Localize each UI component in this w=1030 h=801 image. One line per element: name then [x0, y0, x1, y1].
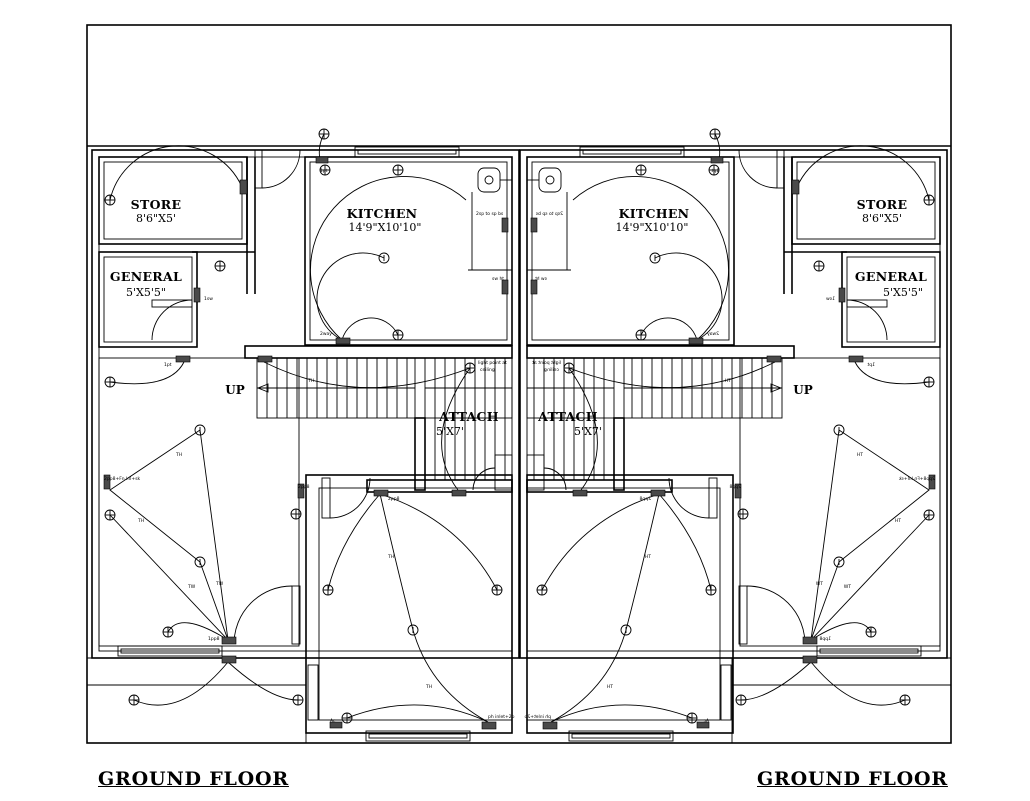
store-label-left: STORE [131, 197, 182, 212]
floor-title-left: GROUND FLOOR [98, 768, 289, 790]
svg-text:1sw: 1sw [204, 296, 213, 302]
svg-text:1pp8: 1pp8 [208, 636, 220, 642]
general-size-right: 5'X5'5" [883, 286, 923, 299]
kitchen-label-left: KITCHEN [347, 206, 418, 221]
svg-text:light point at: light point at [478, 360, 507, 366]
svg-text:2way: 2way [320, 331, 332, 337]
attach-size-right: 5'X7' [574, 425, 602, 438]
svg-text:1pt: 1pt [320, 168, 328, 174]
svg-text:sw ht: sw ht [492, 276, 504, 282]
svg-text:TH: TH [175, 452, 182, 458]
svg-text:TW: TW [187, 584, 196, 590]
svg-text:ph inlet+2p: ph inlet+2p [488, 714, 515, 720]
svg-text:2pp8: 2pp8 [388, 496, 400, 502]
stair-up-label-right: UP [793, 383, 813, 397]
kitchen-size-left: 14'9"X10'10" [349, 221, 422, 234]
kitchen-label-right: KITCHEN [619, 206, 690, 221]
attach-label-left: ATTACH [438, 409, 499, 424]
svg-text:2pp8: 2pp8 [298, 484, 310, 490]
svg-text:2pp8+Fn lnl+sk: 2pp8+Fn lnl+sk [104, 476, 141, 482]
svg-text:1pt: 1pt [164, 362, 172, 368]
svg-text:ceiling: ceiling [480, 367, 495, 373]
stair-up-label-left: UP [225, 383, 245, 397]
right-unit-labels: STORE 8'6"X5' GENERAL 5'X5'5" KITCHEN 14… [537, 197, 927, 438]
svg-text:TH: TH [137, 518, 144, 524]
store-size-right: 8'6"X5' [862, 212, 902, 225]
general-label-left: GENERAL [110, 269, 182, 284]
attach-label-right: ATTACH [537, 409, 598, 424]
store-label-right: STORE [857, 197, 908, 212]
left-unit-labels: STORE 8'6"X5' GENERAL 5'X5'5" KITCHEN 14… [110, 197, 499, 438]
store-size-left: 8'6"X5' [136, 212, 176, 225]
floor-title-right: GROUND FLOOR [757, 768, 948, 790]
kitchen-size-right: 14'9"X10'10" [616, 221, 689, 234]
svg-text:TW: TW [215, 581, 224, 587]
svg-text:TH: TH [387, 554, 394, 560]
plot-boundary [86, 24, 952, 744]
svg-text:2sp to sp bs: 2sp to sp bs [476, 211, 504, 217]
left-unit-plan: 1pt 2way 2sp to sp bs sw ht 1sw 1pt ligh… [91, 128, 520, 742]
svg-text:TH: TH [307, 378, 314, 384]
attach-size-left: 5'X7' [436, 425, 464, 438]
general-label-right: GENERAL [855, 269, 927, 284]
svg-text:Ac: Ac [330, 718, 336, 724]
svg-text:TH: TH [425, 684, 432, 690]
general-size-left: 5'X5'5" [126, 286, 166, 299]
